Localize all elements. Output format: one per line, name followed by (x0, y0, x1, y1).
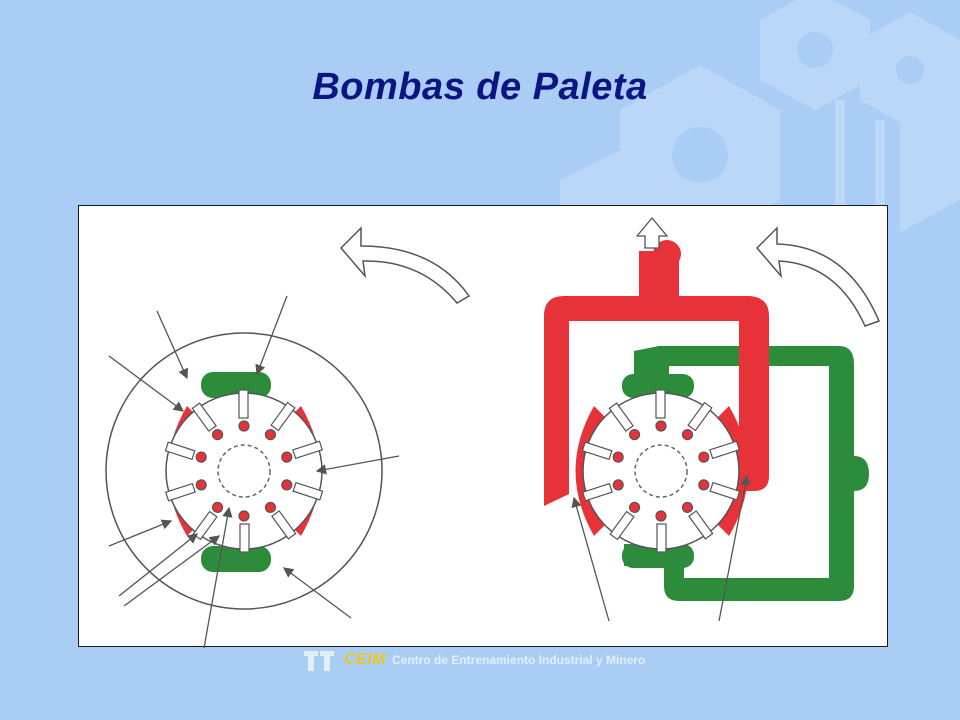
right-rotation-arrow-icon (755, 226, 881, 327)
left-pump-housing (105, 332, 383, 610)
left-pump (105, 226, 471, 648)
footer-brand: CEIM (344, 651, 386, 668)
right-drive-spline (634, 444, 688, 498)
right-outlet-bulge (653, 240, 681, 268)
left-drive-spline (217, 444, 271, 498)
vane-pump-diagram (78, 205, 888, 648)
footer: CEIM Centro de Entrenamiento Industrial … (300, 645, 645, 675)
outlet-arrow-icon (635, 216, 669, 249)
ceim-logo-icon (304, 651, 334, 671)
left-pointer-arrows (108, 295, 400, 648)
right-pump (544, 216, 881, 622)
right-pointer-arrows (571, 474, 751, 622)
right-top-suction-port (622, 374, 694, 398)
right-pressure-circuit (544, 251, 769, 506)
right-suction-circuit (624, 346, 869, 601)
left-bottom-suction-port (201, 546, 271, 572)
right-bottom-suction-port (622, 544, 694, 568)
left-top-suction-port (201, 372, 271, 398)
right-vanes (581, 389, 741, 553)
left-vanes (164, 389, 324, 553)
footer-text: Centro de Entrenamiento Industrial y Min… (392, 653, 646, 667)
page-title: Bombas de Paleta (312, 66, 648, 108)
left-rotation-arrow-icon (339, 226, 471, 304)
